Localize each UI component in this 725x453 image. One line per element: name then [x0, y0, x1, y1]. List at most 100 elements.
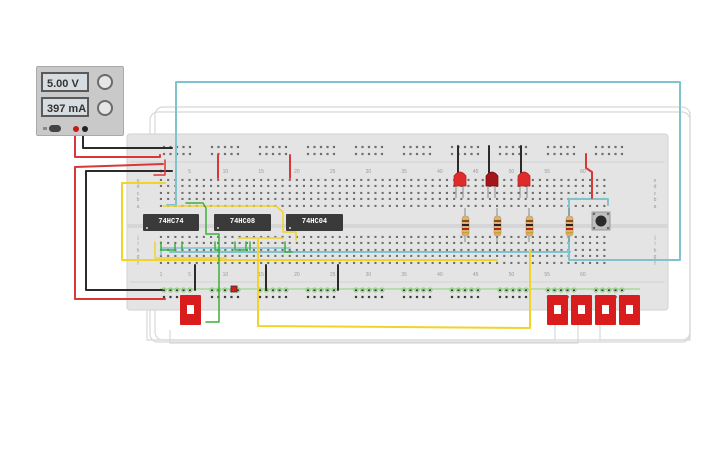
terminal-hole[interactable] [596, 184, 599, 187]
terminal-hole[interactable] [488, 254, 491, 257]
rail-hole[interactable] [559, 152, 563, 156]
terminal-hole[interactable] [553, 197, 556, 200]
terminal-hole[interactable] [589, 241, 592, 244]
terminal-hole[interactable] [245, 197, 248, 200]
rail-hole[interactable] [415, 295, 419, 299]
terminal-hole[interactable] [195, 191, 198, 194]
rail-hole[interactable] [402, 145, 406, 149]
terminal-hole[interactable] [403, 248, 406, 251]
terminal-hole[interactable] [589, 184, 592, 187]
rail-hole[interactable] [278, 295, 281, 299]
terminal-hole[interactable] [510, 241, 513, 244]
rail-hole[interactable] [162, 288, 166, 292]
terminal-hole[interactable] [474, 178, 477, 181]
rail-hole[interactable] [511, 295, 515, 299]
terminal-hole[interactable] [403, 254, 406, 257]
terminal-hole[interactable] [567, 261, 570, 264]
rail-hole[interactable] [169, 288, 172, 292]
terminal-hole[interactable] [503, 191, 506, 194]
terminal-hole[interactable] [317, 191, 320, 194]
terminal-hole[interactable] [210, 197, 213, 200]
rail-hole[interactable] [319, 152, 323, 156]
terminal-hole[interactable] [353, 191, 356, 194]
chip-74hc08[interactable]: 74HC08 [214, 214, 271, 231]
terminal-hole[interactable] [481, 248, 484, 251]
terminal-hole[interactable] [295, 197, 298, 200]
terminal-hole[interactable] [496, 204, 499, 207]
terminal-hole[interactable] [202, 235, 205, 238]
terminal-hole[interactable] [388, 241, 391, 244]
terminal-hole[interactable] [274, 248, 277, 251]
terminal-hole[interactable] [460, 235, 463, 238]
terminal-hole[interactable] [381, 204, 384, 207]
terminal-hole[interactable] [195, 178, 198, 181]
terminal-hole[interactable] [589, 248, 592, 251]
rail-hole[interactable] [319, 295, 323, 299]
terminal-hole[interactable] [460, 248, 463, 251]
dip-switch-3[interactable] [595, 295, 616, 325]
terminal-hole[interactable] [281, 204, 284, 207]
rail-hole[interactable] [230, 295, 233, 299]
terminal-hole[interactable] [488, 241, 491, 244]
terminal-hole[interactable] [510, 235, 513, 238]
rail-hole[interactable] [354, 295, 358, 299]
breadboard-holes[interactable] [159, 145, 624, 264]
terminal-hole[interactable] [488, 197, 491, 200]
terminal-hole[interactable] [324, 178, 327, 181]
rail-hole[interactable] [313, 288, 316, 292]
terminal-hole[interactable] [395, 204, 398, 207]
terminal-hole[interactable] [224, 254, 227, 257]
rail-hole[interactable] [258, 295, 262, 299]
terminal-hole[interactable] [231, 197, 234, 200]
terminal-hole[interactable] [210, 241, 213, 244]
terminal-hole[interactable] [417, 248, 420, 251]
rail-hole[interactable] [332, 145, 336, 149]
terminal-hole[interactable] [345, 248, 348, 251]
terminal-hole[interactable] [217, 261, 220, 264]
terminal-hole[interactable] [188, 178, 191, 181]
terminal-hole[interactable] [252, 178, 255, 181]
terminal-hole[interactable] [395, 191, 398, 194]
terminal-hole[interactable] [167, 241, 170, 244]
rail-hole[interactable] [546, 145, 550, 149]
terminal-hole[interactable] [589, 261, 592, 264]
terminal-hole[interactable] [353, 184, 356, 187]
terminal-hole[interactable] [589, 191, 592, 194]
terminal-hole[interactable] [445, 184, 448, 187]
terminal-hole[interactable] [395, 197, 398, 200]
terminal-hole[interactable] [574, 241, 577, 244]
terminal-hole[interactable] [302, 178, 305, 181]
terminal-hole[interactable] [410, 241, 413, 244]
terminal-hole[interactable] [403, 204, 406, 207]
terminal-hole[interactable] [224, 235, 227, 238]
terminal-hole[interactable] [503, 184, 506, 187]
rail-hole[interactable] [518, 145, 521, 149]
terminal-hole[interactable] [417, 178, 420, 181]
terminal-hole[interactable] [245, 235, 248, 238]
terminal-hole[interactable] [210, 178, 213, 181]
terminal-hole[interactable] [467, 254, 470, 257]
terminal-hole[interactable] [467, 241, 470, 244]
rail-hole[interactable] [210, 295, 214, 299]
rail-hole[interactable] [374, 288, 377, 292]
terminal-hole[interactable] [496, 191, 499, 194]
terminal-hole[interactable] [159, 235, 162, 238]
terminal-hole[interactable] [302, 254, 305, 257]
terminal-hole[interactable] [231, 191, 234, 194]
terminal-hole[interactable] [324, 235, 327, 238]
terminal-hole[interactable] [510, 184, 513, 187]
terminal-hole[interactable] [324, 191, 327, 194]
terminal-hole[interactable] [531, 191, 534, 194]
rail-hole[interactable] [374, 295, 377, 299]
rail-hole[interactable] [415, 288, 419, 292]
terminal-hole[interactable] [188, 184, 191, 187]
rail-hole[interactable] [284, 288, 288, 292]
rail-hole[interactable] [313, 145, 316, 149]
terminal-hole[interactable] [403, 241, 406, 244]
wire-black-psu-left[interactable] [85, 170, 173, 291]
rail-hole[interactable] [422, 288, 425, 292]
terminal-hole[interactable] [231, 254, 234, 257]
terminal-hole[interactable] [245, 254, 248, 257]
terminal-hole[interactable] [453, 191, 456, 194]
terminal-hole[interactable] [553, 191, 556, 194]
